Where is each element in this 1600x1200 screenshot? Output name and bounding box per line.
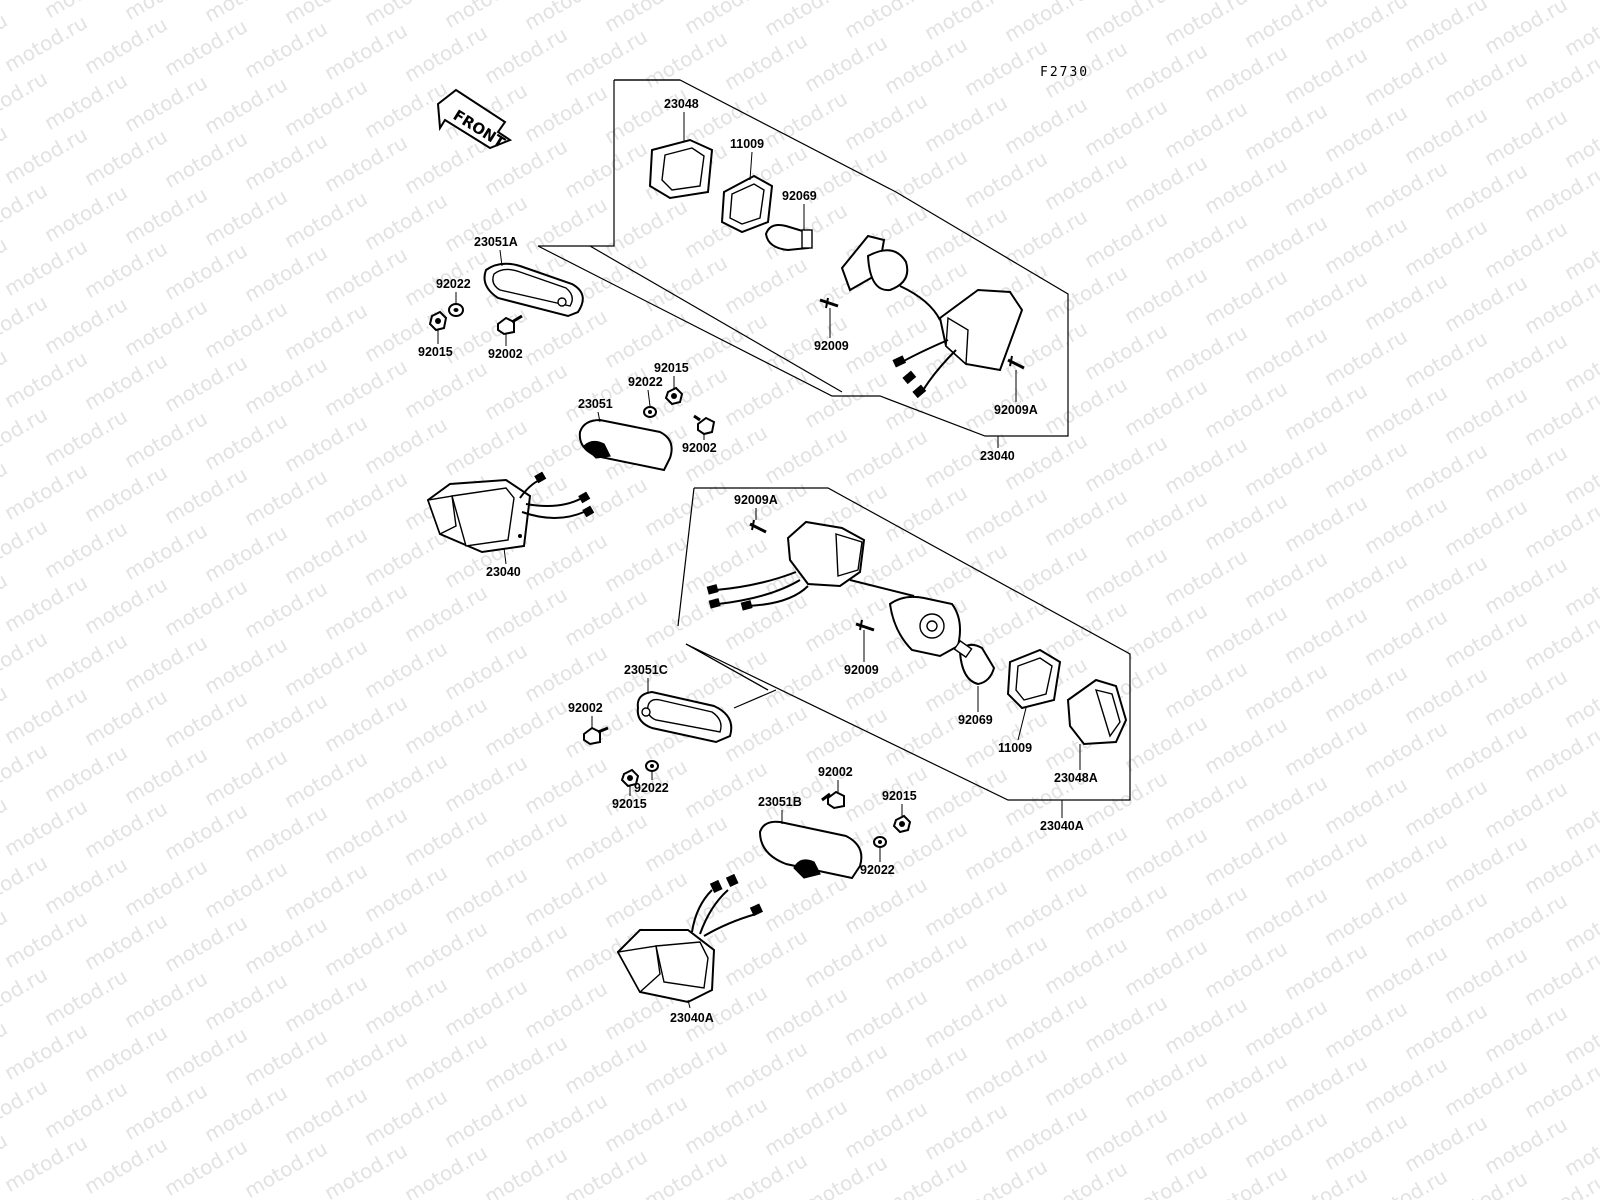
svg-text:92015: 92015 [654,361,689,375]
screw-92009A-mid [749,519,767,534]
bolt-92002-b [693,414,716,436]
svg-text:11009: 11009 [730,137,764,151]
svg-text:23051B: 23051B [758,795,802,809]
callout-92002-a: 92002 [488,334,523,361]
svg-text:23051: 23051 [578,397,613,411]
callout-92069-top: 92069 [782,189,817,230]
svg-text:92002: 92002 [818,765,853,779]
washer-92022-a [448,303,464,317]
bolt-92002-d [821,790,845,810]
turn-signal-23040-left [426,471,595,554]
callout-23040-box: 23040 [980,436,1015,463]
callout-23051C: 23051C [624,663,668,694]
svg-text:23040: 23040 [486,565,521,579]
svg-text:92009A: 92009A [734,493,778,507]
callout-11009-mid: 11009 [998,707,1032,755]
callout-23048: 23048 [664,97,699,142]
socket-housing-top [840,234,941,321]
svg-text:92002: 92002 [488,347,523,361]
nut-92015-d [892,814,912,834]
washer-92022-c [645,760,659,772]
callout-92015-d: 92015 [882,789,917,816]
callout-92009-top: 92009 [814,308,849,353]
callout-92015-c: 92015 [612,786,647,811]
turn-signal-23040A-bottom [616,873,764,1004]
callout-23040A-box: 23040A [1040,800,1084,833]
svg-text:23040: 23040 [980,449,1015,463]
svg-text:23048A: 23048A [1054,771,1098,785]
turn-signal-body-lower [706,520,915,611]
gasket-11009-mid [1006,648,1062,710]
callout-92002-c: 92002 [568,701,603,728]
svg-text:23040A: 23040A [670,1011,714,1025]
assembly-bracket-line [589,245,843,393]
bulb-92069-mid [953,639,996,686]
screw-92009-top [819,297,839,309]
svg-text:92015: 92015 [612,797,647,811]
svg-text:92015: 92015 [882,789,917,803]
gasket-11009-top [720,174,774,234]
callout-23040-lamp: 23040 [486,547,521,579]
callout-92009-mid: 92009 [844,630,879,677]
front-arrow-icon: FRONT [436,88,513,152]
svg-text:92022: 92022 [634,781,669,795]
screw-92009A-top [1007,355,1025,370]
socket-housing-lower [888,595,961,658]
svg-text:92009A: 92009A [994,403,1038,417]
callout-92022-d: 92022 [860,848,895,877]
callout-23051: 23051 [578,397,613,423]
svg-text:92069: 92069 [782,189,817,203]
svg-text:23051C: 23051C [624,663,668,677]
bracket-23051A [483,262,584,318]
diagram-code: F2730 [1040,65,1089,80]
svg-text:92022: 92022 [628,375,663,389]
callout-23051B: 23051B [758,795,802,824]
washer-92022-d [873,836,887,848]
nut-92015-b [664,386,684,406]
callout-23040A-lamp: 23040A [670,999,714,1025]
nut-92015-a [428,310,448,332]
svg-text:92009: 92009 [814,339,849,353]
svg-text:92002: 92002 [568,701,603,715]
bracket-23051C [636,690,733,744]
callout-11009-top: 11009 [730,137,764,181]
bulb-92069-top [764,224,813,252]
svg-text:92069: 92069 [958,713,993,727]
svg-text:92002: 92002 [682,441,717,455]
svg-text:92015: 92015 [418,345,453,359]
svg-text:23051A: 23051A [474,235,518,249]
turn-signal-body-top [892,288,1024,399]
callout-92022-a: 92022 [436,277,471,304]
bolt-92002-c [583,726,609,746]
callout-92022-c: 92022 [634,772,669,795]
assembly-box-23040-outline [537,79,1069,437]
bracket-23051 [578,418,673,472]
lens-23048A [1066,678,1128,746]
callout-23048A: 23048A [1054,744,1098,785]
callout-92069-mid: 92069 [958,686,993,727]
lens-23048 [648,138,714,200]
assembly-lower-bracket-line [685,643,769,691]
svg-text:23048: 23048 [664,97,699,111]
callout-92015-a: 92015 [418,330,453,359]
callout-92002-d: 92002 [818,765,853,792]
svg-text:92022: 92022 [436,277,471,291]
nut-92015-c [620,768,640,788]
callout-92022-b: 92022 [628,375,663,407]
callout-92015-b: 92015 [654,361,689,388]
washer-92022-b [643,406,657,418]
bolt-92002-a [497,314,523,336]
svg-text:92022: 92022 [860,863,895,877]
screw-92009-mid [855,619,875,632]
svg-text:23040A: 23040A [1040,819,1084,833]
callout-23051A: 23051A [474,235,518,267]
svg-text:92009: 92009 [844,663,879,677]
callout-92002-b: 92002 [682,434,717,455]
bracket-23051B [758,820,863,880]
callout-92009A-top: 92009A [994,370,1038,417]
svg-text:11009: 11009 [998,741,1032,755]
callout-92009A-mid: 92009A [734,493,778,520]
